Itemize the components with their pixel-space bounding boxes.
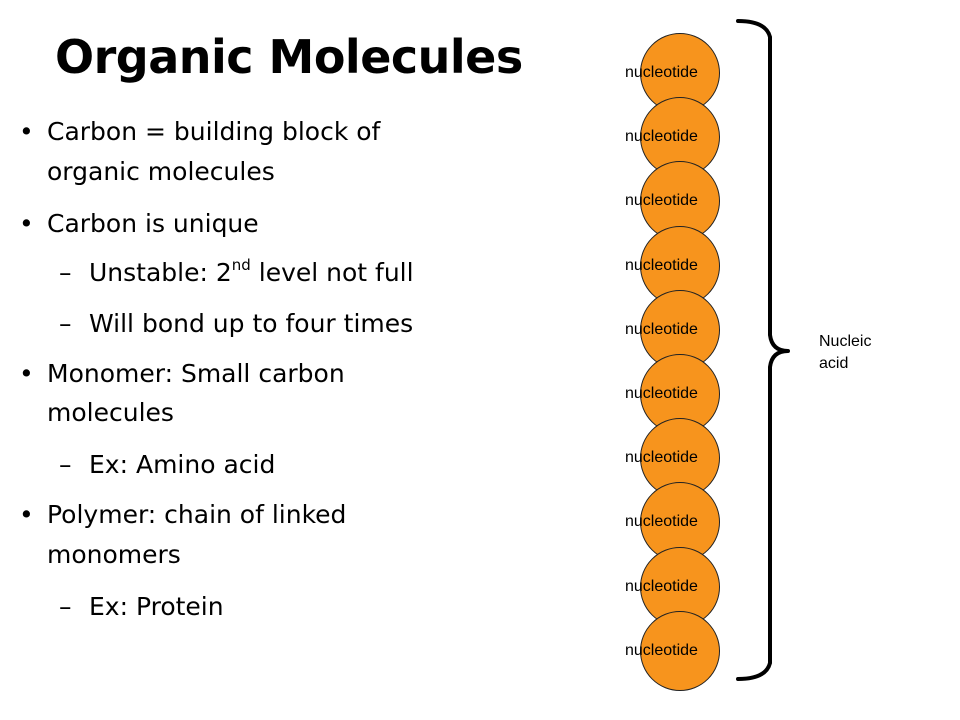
bullet-text: molecules bbox=[47, 398, 174, 427]
sub-bullet-item: –Ex: Protein bbox=[59, 588, 224, 626]
nucleotide-label: nucleotide bbox=[625, 449, 698, 467]
bullet-text: Carbon is unique bbox=[47, 209, 259, 238]
dash-marker: – bbox=[59, 450, 72, 479]
bullet-item: • Monomer: Small carbon bbox=[19, 355, 345, 393]
nucleotide-label: nucleotide bbox=[625, 320, 698, 338]
bullet-marker: • bbox=[19, 209, 34, 238]
nucleotide-label: nucleotide bbox=[625, 128, 698, 146]
sub-bullet-item: –Unstable: 2nd level not full bbox=[59, 254, 414, 292]
bullet-text: Polymer: chain of linked bbox=[47, 500, 347, 529]
nucleotide-circle bbox=[640, 610, 720, 691]
bullet-text: Carbon = building block of bbox=[47, 117, 381, 146]
slide-title: Organic Molecules bbox=[55, 30, 523, 84]
dash-marker: – bbox=[59, 309, 72, 338]
nucleotide-label: nucleotide bbox=[625, 192, 698, 210]
bullet-item: molecules bbox=[47, 394, 174, 432]
sub-bullet-item: –Ex: Amino acid bbox=[59, 446, 276, 484]
nucleotide-label: nucleotide bbox=[625, 256, 698, 274]
bullet-item: • Carbon = building block of bbox=[19, 113, 381, 151]
ordinal-superscript: nd bbox=[231, 255, 251, 274]
bullet-item: • Polymer: chain of linked bbox=[19, 496, 347, 534]
bullet-item: • Carbon is unique bbox=[19, 205, 259, 243]
bullet-marker: • bbox=[19, 500, 34, 529]
bullet-marker: • bbox=[19, 117, 34, 146]
nucleotide-label: nucleotide bbox=[625, 385, 698, 402]
bullet-text: Monomer: Small carbon bbox=[47, 359, 345, 388]
dash-marker: – bbox=[59, 258, 72, 287]
bullet-text: organic molecules bbox=[47, 157, 275, 186]
nucleotide-label: nucleotide bbox=[625, 513, 698, 531]
nucleotide-label: nucleotide bbox=[625, 577, 698, 595]
nucleic-acid-label: Nucleic acid bbox=[819, 333, 872, 372]
bullet-text: Unstable: 2 bbox=[89, 258, 232, 287]
nucleic-acid-bracket bbox=[736, 19, 790, 681]
bullet-text: monomers bbox=[47, 540, 181, 569]
nucleotide-label: nucleotide bbox=[625, 641, 698, 659]
bullet-marker: • bbox=[19, 359, 34, 388]
sub-bullet-item: –Will bond up to four times bbox=[59, 305, 414, 343]
bullet-text: Ex: Amino acid bbox=[89, 450, 276, 479]
bullet-text: Ex: Protein bbox=[89, 592, 224, 621]
bullet-item: monomers bbox=[47, 536, 181, 574]
bullet-text: level not full bbox=[250, 258, 414, 287]
nucleotide-label: nucleotide bbox=[625, 64, 698, 81]
bullet-item: organic molecules bbox=[47, 153, 275, 191]
bullet-text: Will bond up to four times bbox=[89, 309, 414, 338]
nucleotide-circle bbox=[640, 225, 720, 306]
dash-marker: – bbox=[59, 592, 72, 621]
